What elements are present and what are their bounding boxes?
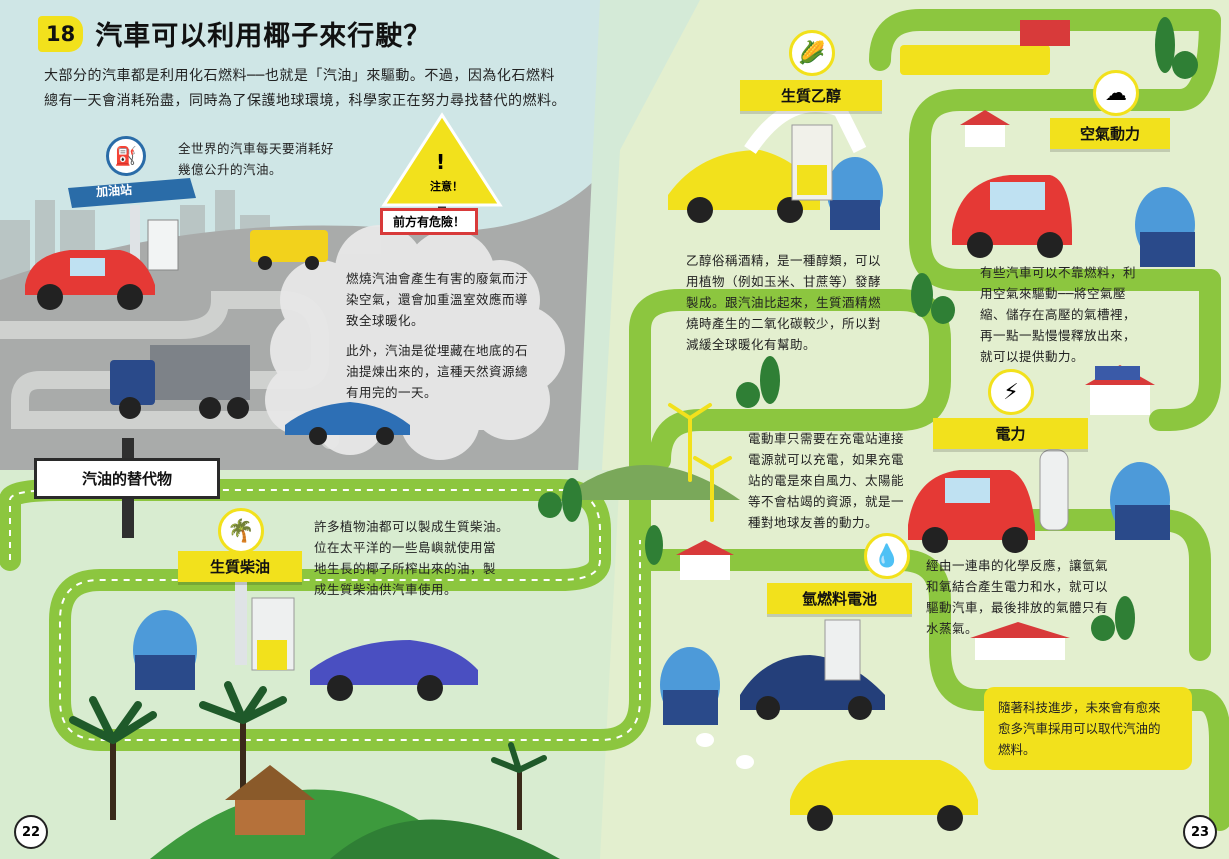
exclamation-icon: ! [436,150,446,174]
chapter-title: 汽車可以利用椰子來行駛？ [95,21,432,52]
biodiesel-label: 生質柴油 [178,551,302,582]
chapter-title-block: 18 汽車可以利用椰子來行駛？ [38,14,431,53]
yellow-convertible [790,760,978,831]
page-number-left: 22 [14,815,48,849]
air-power-label: 空氣動力 [1050,118,1170,149]
exhaust-paragraph: 燃燒汽油會產生有害的廢氣而汙 染空氣，還會加重溫室效應而導 致全球暖化。 [346,271,529,328]
gas-station-fact: 全世界的汽車每天要消耗好 幾億公升的汽油。 [178,141,335,177]
red-car-electric [908,470,1035,553]
oil-derrick-icon: ⛽ [106,136,146,176]
lightning-bolt-icon: ⚡ [988,369,1034,415]
cloud-icon: ☁ [1093,70,1139,116]
page-number-right: 23 [1183,815,1217,849]
hydrogen-label: 氫燃料電池 [767,583,912,614]
red-car-left [25,250,155,310]
red-car-air [952,175,1072,258]
bioethanol-label: 生質乙醇 [740,80,882,111]
chapter-number: 18 [38,15,84,52]
palm-trees [69,681,547,830]
intro-paragraph: 大部分的汽車都是利用化石燃料──也就是「汽油」來驅動。不過，因為化石燃料 總有一… [44,68,566,109]
future-speech-bubble: 隨著科技進步，未來會有愈來 愈多汽車採用可以取代汽油的 燃料。 [984,687,1192,770]
wind-turbines [668,403,732,522]
gas-station-label: 加油站 [95,182,133,200]
air-power-text: 有些汽車可以不靠燃料，利 用空氣來驅動──將空氣壓 縮、儲存在高壓的氣槽裡， 再… [980,265,1137,364]
truck [110,345,250,419]
biodiesel-text: 許多植物油都可以製成生質柴油。 位在太平洋的一些島嶼就使用當 地生長的椰子所榨出… [314,519,510,597]
electric-label: 電力 [933,418,1088,449]
alternatives-sign: 汽油的替代物 [34,458,220,499]
corn-icon: 🌽 [789,30,835,76]
hydrogen-text: 經由一連串的化學反應，讓氫氣 和氧結合產生電力和水，就可以 驅動汽車，最後排放的… [926,558,1109,636]
bioethanol-text: 乙醇俗稱酒精，是一種醇類，可以 用植物（例如玉米、甘蔗等）發酵 製成。跟汽油比起… [686,253,882,352]
palm-tree-icon: 🌴 [218,508,264,554]
danger-ahead-banner: 前方有危險！ [380,208,479,235]
warning-sign-text: 注意！ [430,180,463,193]
oil-paragraph: 此外，汽油是從埋藏在地底的石 油提煉出來的，這種天然資源總 有用完的一天。 [346,343,529,400]
purple-car [310,640,478,701]
yellow-car-ethanol [668,150,820,223]
water-drop-icon: 💧 [864,533,910,579]
electric-text: 電動車只需要在充電站連接 電源就可以充電，如果充電 站的電是來自風力、太陽能 等… [748,431,905,530]
